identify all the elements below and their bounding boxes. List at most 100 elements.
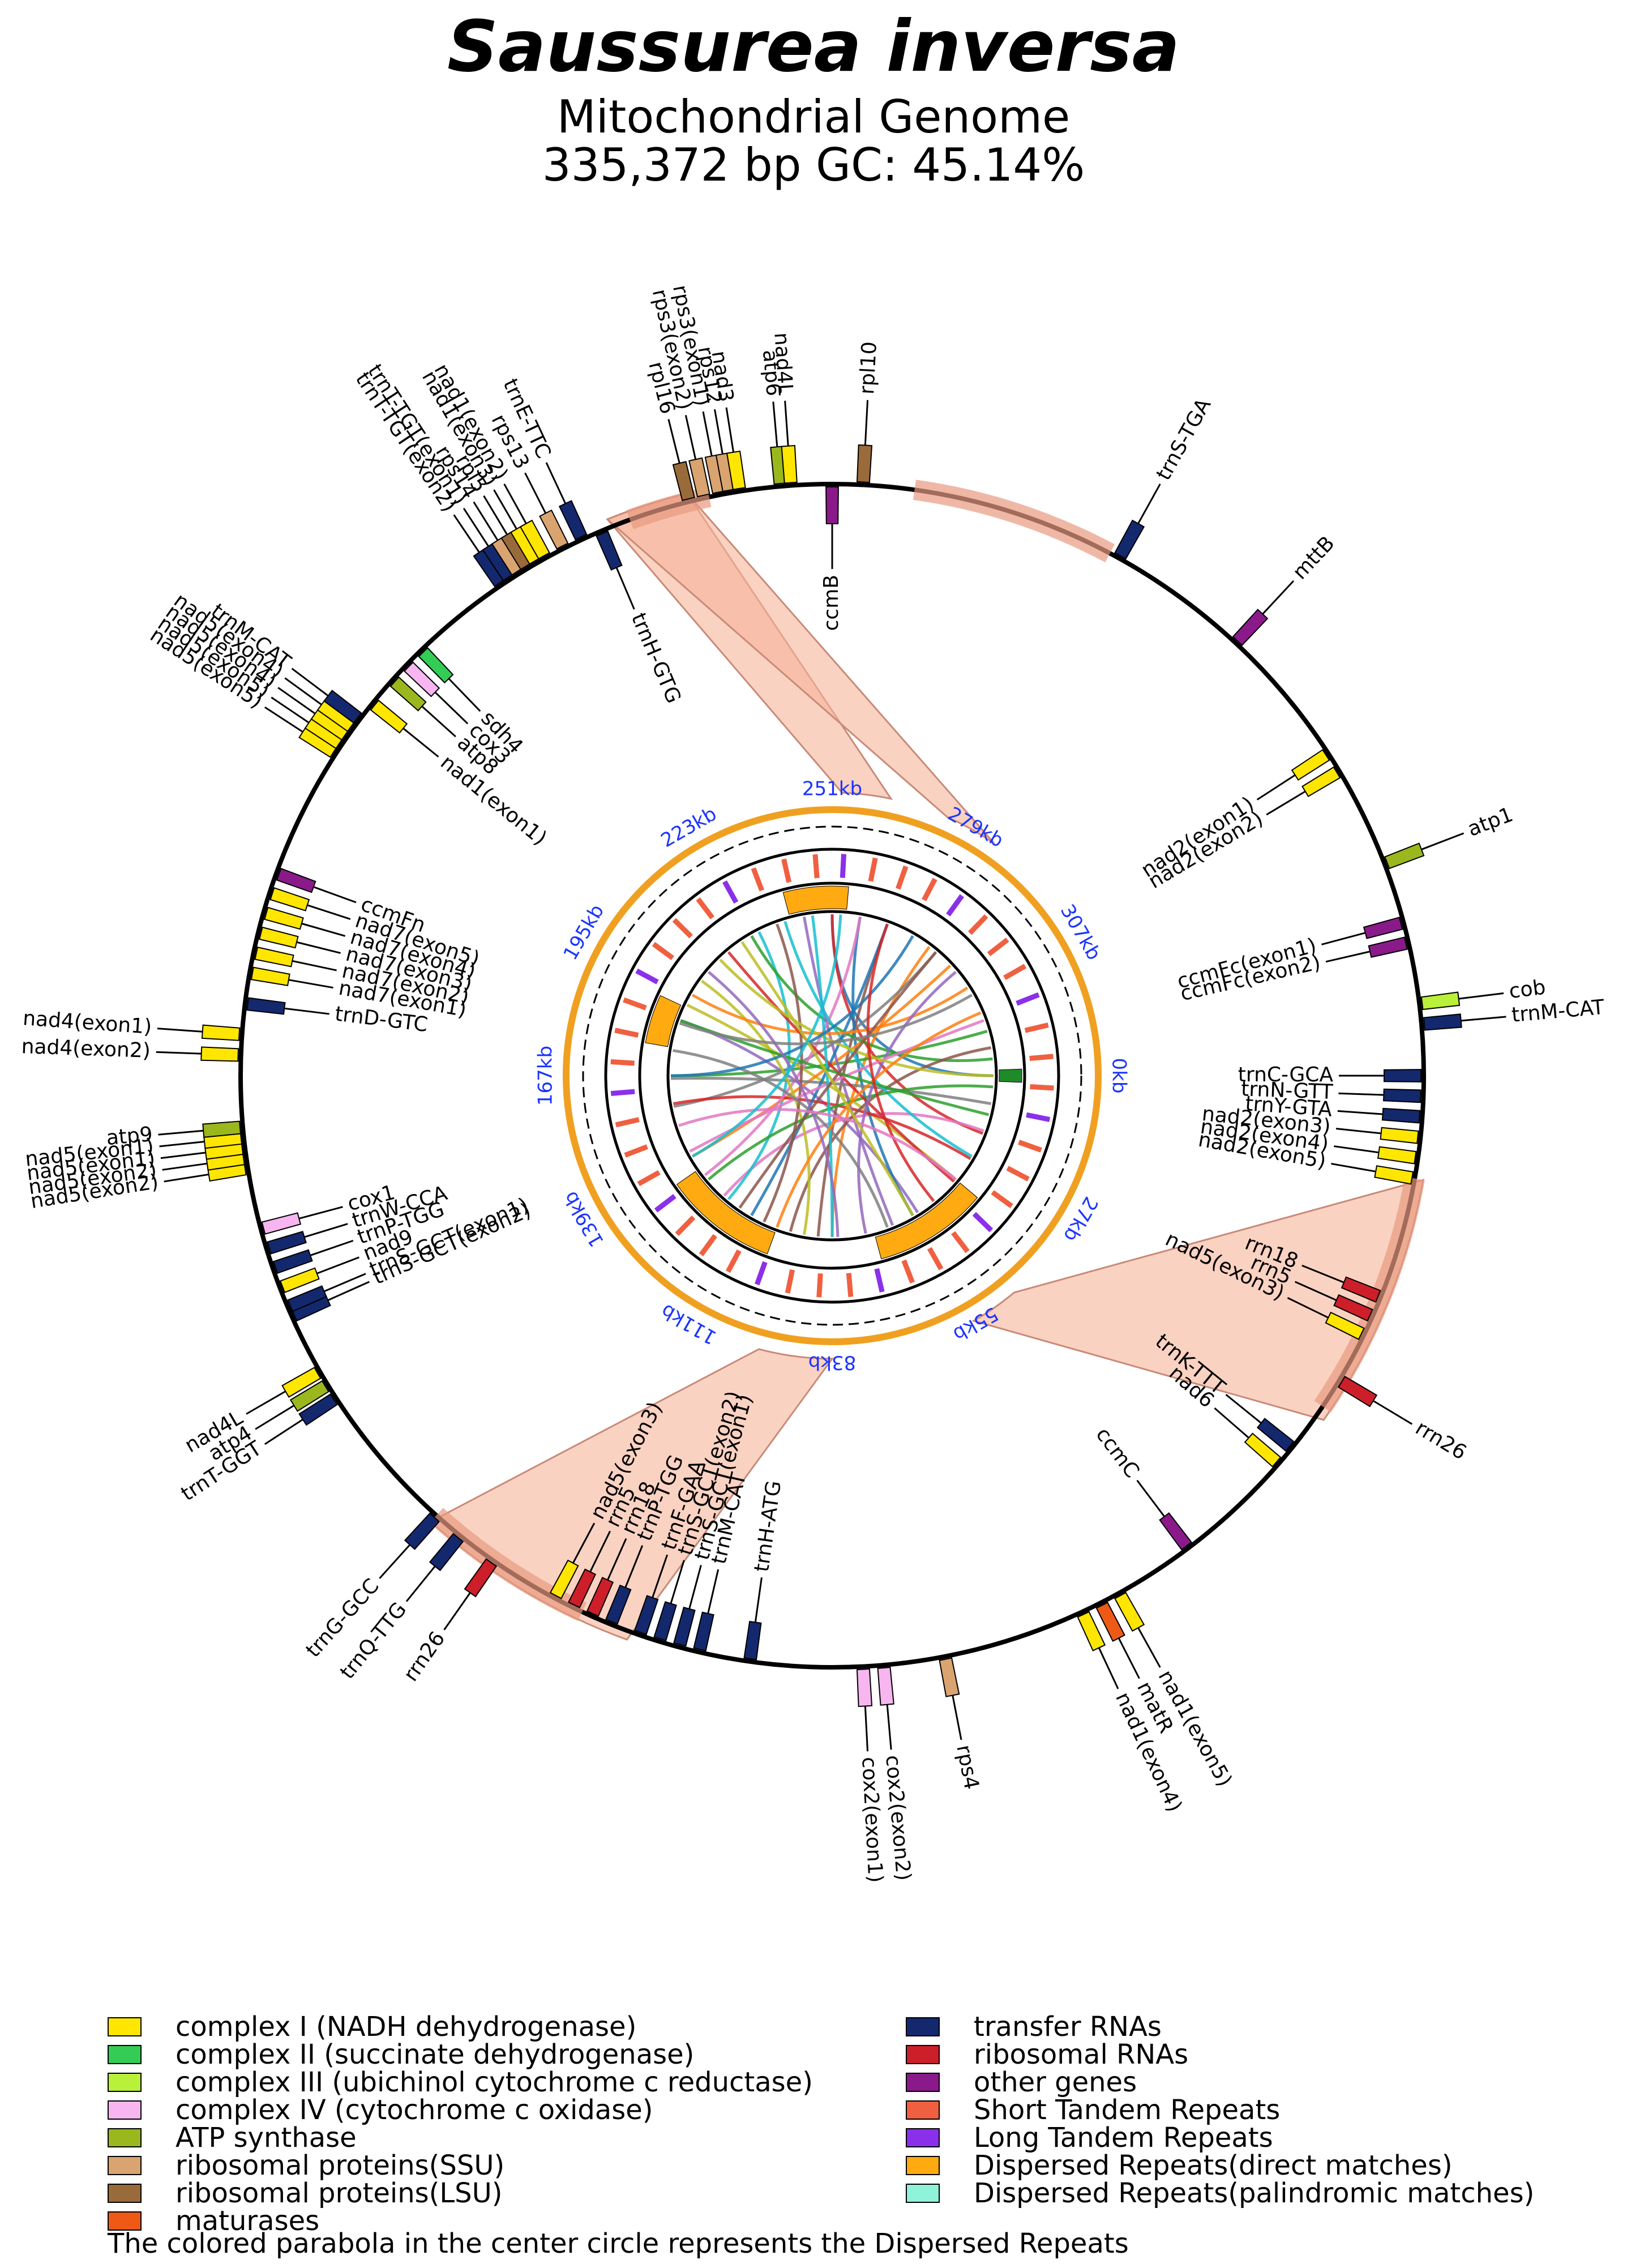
gene-leader-line (156, 1051, 202, 1055)
gene-block (1114, 519, 1145, 560)
gene-block (596, 530, 623, 571)
tandem-repeat-mark (987, 938, 1009, 957)
gene-label: nad4(exon2) (21, 1035, 151, 1063)
legend-swatch (906, 2184, 940, 2203)
repeat-arc (913, 480, 1115, 563)
gene-leader-line (264, 706, 303, 733)
dispersed-repeat-block (875, 1182, 978, 1260)
tandem-repeat-mark (1026, 1112, 1051, 1122)
gene-block (429, 1533, 464, 1572)
gene-label: rrn26 (1411, 1417, 1470, 1465)
gene-leader-line (1334, 1145, 1379, 1154)
legend-label: complex I (NADH dehydrogenase) (175, 2011, 637, 2043)
tandem-repeat-mark (840, 854, 847, 878)
gene-label: atp6 (758, 349, 785, 397)
gene-leader-line (448, 678, 481, 712)
gene-leader-line (255, 1405, 295, 1430)
tandem-repeat-mark (722, 880, 739, 904)
gene-block (259, 926, 299, 949)
gene-block (1381, 1107, 1421, 1124)
gene-block (519, 519, 550, 560)
legend-label: ribosomal proteins(SSU) (175, 2150, 505, 2181)
gene-leader-line (1331, 1162, 1376, 1172)
gene-leader-line (589, 1530, 611, 1572)
legend-label: Short Tandem Repeats (974, 2094, 1281, 2126)
gene-block (549, 1559, 579, 1599)
gene-leader-line (298, 1206, 343, 1219)
gene-block (1291, 749, 1330, 781)
gene-leader-line (164, 1173, 209, 1183)
gene-leader-line (292, 960, 337, 972)
gene-leader-line (1266, 790, 1306, 816)
gene-label: cob (1508, 975, 1547, 1003)
tandem-repeat-mark (635, 968, 659, 985)
gene-label: trnC-GCA (1238, 1063, 1334, 1086)
gene-block (605, 1584, 632, 1625)
tandem-repeat-mark (781, 858, 792, 883)
gene-leader-line (379, 1544, 411, 1580)
gene-leader-line (1321, 932, 1366, 945)
repeat-chord (857, 970, 957, 1234)
tandem-repeat-mark (675, 1215, 696, 1236)
tandem-repeat-mark (972, 1212, 994, 1233)
gene-leader-line (1098, 1647, 1119, 1689)
gene-block (1382, 1088, 1422, 1103)
repeat-chord (708, 1084, 994, 1181)
tandem-repeat-mark (699, 1234, 717, 1256)
legend-label: complex II (succinate dehydrogenase) (175, 2039, 695, 2070)
dispersed-repeat-block (645, 995, 682, 1047)
gene-leader-line (667, 419, 680, 464)
gene-block (1374, 1165, 1414, 1185)
genome-size-gc: 335,372 bp GC: 45.14% (542, 139, 1085, 191)
gene-leader-line (1335, 1128, 1381, 1135)
gene-leader-line (1338, 1092, 1384, 1096)
kb-tick-label: 111kb (657, 1299, 721, 1349)
gene-leader-line (1118, 1637, 1140, 1679)
gene-block (781, 444, 798, 484)
kb-tick-label: 139kb (559, 1187, 609, 1251)
legend-swatch (108, 2211, 142, 2231)
gene-block (693, 1611, 714, 1651)
tandem-repeat-mark (615, 1117, 640, 1128)
tandem-repeat-mark (1003, 964, 1027, 981)
tandem-repeat-mark (1024, 1022, 1049, 1033)
gene-block (281, 1367, 322, 1398)
tandem-repeat-mark (812, 854, 820, 879)
tandem-repeat-mark (846, 1273, 854, 1298)
gene-block (939, 1657, 960, 1697)
gene-leader-line (421, 705, 456, 738)
gene-block (856, 444, 873, 483)
gene-label: trnH-ATG (750, 1479, 786, 1573)
kb-tick-label: 83kb (808, 1351, 857, 1374)
gene-leader-line (284, 677, 322, 705)
repeat-chord (763, 923, 803, 1223)
tandem-repeat-mark (946, 894, 964, 917)
legend-label: maturases (175, 2205, 320, 2237)
gene-block (269, 887, 310, 912)
gene-block (1337, 1375, 1378, 1407)
gene-block (200, 1046, 239, 1062)
gene-block (1363, 917, 1403, 939)
kb-tick-label: 251kb (802, 778, 862, 801)
gene-leader-line (277, 687, 316, 714)
tandem-repeat-mark (672, 918, 693, 939)
legend-label: Dispersed Repeats(direct matches) (974, 2150, 1453, 2181)
gene-block (202, 1120, 242, 1138)
tandem-repeat-mark (922, 878, 937, 901)
tandem-repeat-mark (874, 1268, 885, 1293)
gene-leader-line (545, 462, 567, 504)
gene-block (1383, 1069, 1422, 1082)
legend-swatch (108, 2184, 142, 2203)
gene-leader-line (1214, 1407, 1249, 1439)
dashed-ring (582, 825, 1082, 1326)
gene-label: cox2(exon1) (857, 1756, 887, 1883)
gene-block (1368, 936, 1408, 958)
tandem-repeat-mark (1016, 992, 1040, 1006)
tandem-repeat-mark (654, 1194, 677, 1213)
gene-leader-line (886, 1704, 892, 1750)
kb-tick-label: 307kb (1056, 901, 1106, 964)
gene-leader-line (483, 495, 508, 536)
gene-block (250, 966, 290, 986)
gene-leader-line (493, 489, 517, 530)
